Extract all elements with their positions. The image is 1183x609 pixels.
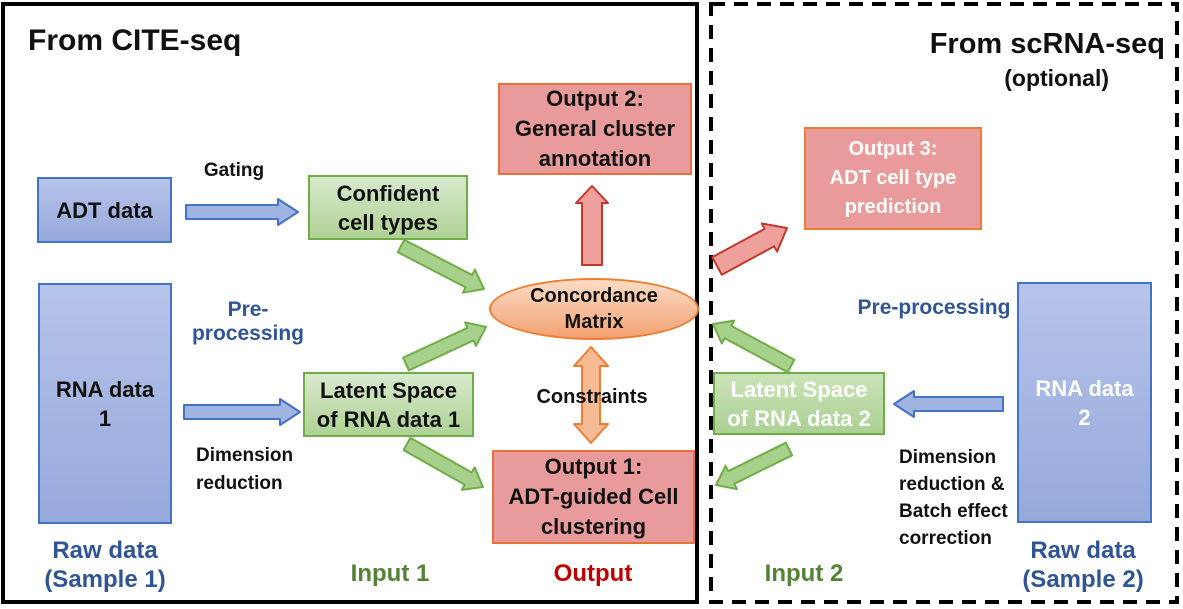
matrix-to-output3-arrow: [711, 222, 788, 276]
dimension-reduction-arrow: [183, 398, 301, 426]
raw-data-sample1-label: Raw data (Sample 1): [44, 537, 166, 593]
dimension-reduction-label-1: Dimension reduction: [196, 445, 294, 494]
scrna-seq-panel-border: [709, 2, 1179, 604]
dimension-reduction-batch-label: Dimension reduction & Batch effect corre…: [899, 447, 1008, 549]
confident-to-matrix-arrow: [396, 238, 485, 294]
input-1-label: Input 1: [350, 560, 430, 587]
constraints-arrow: [573, 346, 609, 444]
latent1-to-output1-arrow: [402, 436, 484, 491]
output-label: Output: [553, 560, 633, 587]
raw-data-sample2-label: Raw data (Sample 2): [1022, 537, 1144, 593]
gating-label: Gating: [203, 160, 265, 181]
latent1-to-matrix-arrow: [402, 321, 487, 372]
preprocessing-label-2: Pre-processing: [857, 296, 1011, 319]
adt-data-box: ADT data: [37, 177, 172, 243]
scrna-seq-subtitle: (optional): [1004, 65, 1109, 91]
rna-data-1-box: RNA data 1: [38, 283, 172, 524]
rna2-to-latent2-arrow: [893, 390, 1004, 418]
output-3-box: Output 3: ADT cell type prediction: [804, 127, 982, 230]
constraints-label: Constraints: [536, 386, 648, 408]
scrna-seq-title: From scRNA-seq: [929, 28, 1165, 60]
confident-cell-types-box: Confident cell types: [308, 175, 468, 240]
matrix-to-output2-arrow: [575, 185, 609, 266]
gating-arrow: [185, 198, 299, 226]
input-2-label: Input 2: [764, 560, 844, 587]
output-2-box: Output 2: General cluster annotation: [498, 83, 692, 175]
output-1-box: Output 1: ADT-guided Cell clustering: [492, 450, 695, 544]
latent2-to-output1-arrow: [715, 441, 794, 491]
cite-seq-title: From CITE-seq: [28, 24, 242, 57]
concordance-matrix-ellipse: Concordance Matrix: [489, 278, 699, 340]
rna-data-2-box: RNA data 2: [1017, 282, 1152, 523]
latent2-to-matrix-arrow: [712, 319, 796, 374]
latent-space-rna1-box: Latent Space of RNA data 1: [303, 372, 474, 437]
preprocessing-label-1: Pre-processing: [191, 298, 305, 345]
latent-space-rna2-box: Latent Space of RNA data 2: [713, 372, 885, 435]
